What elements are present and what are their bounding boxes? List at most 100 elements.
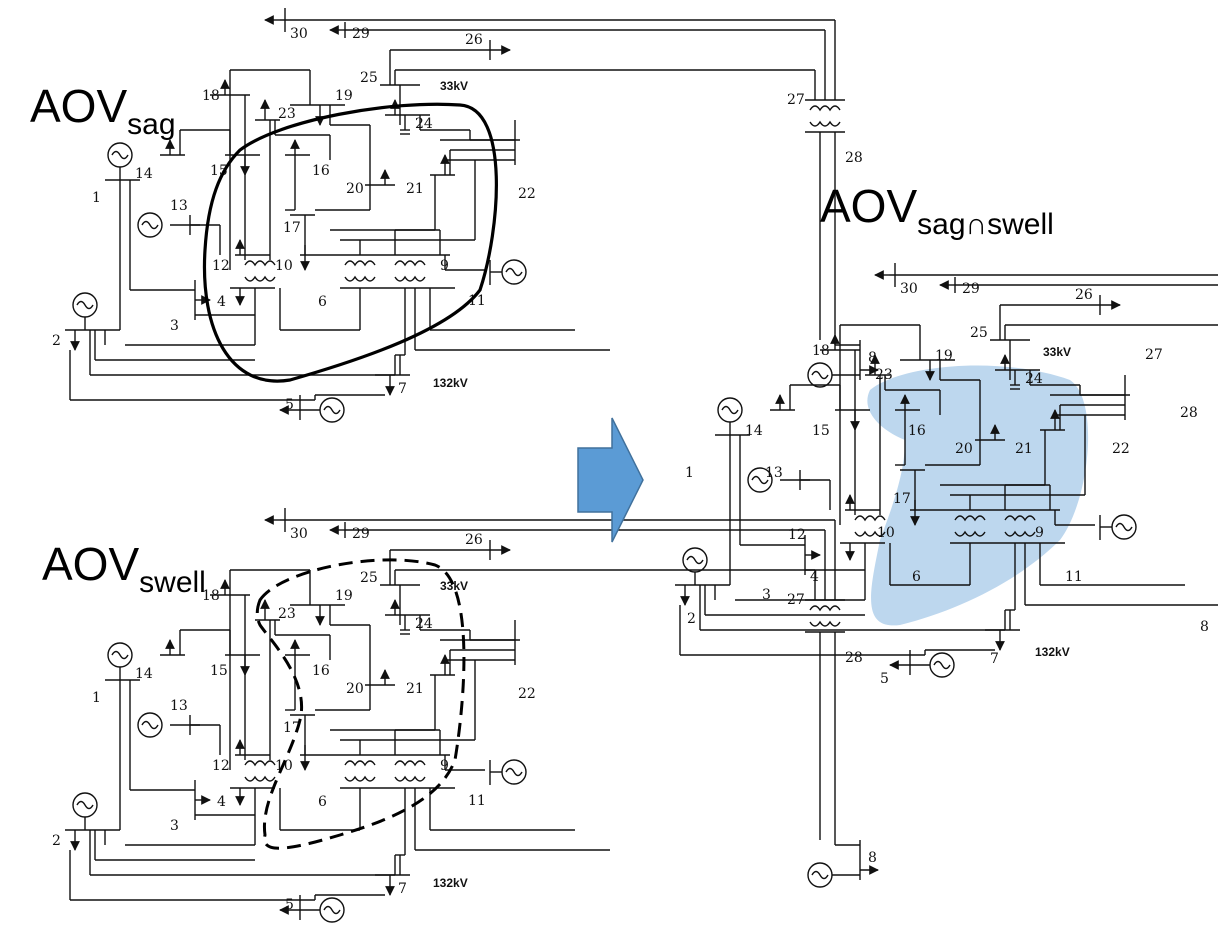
bus-label-13: 13: [170, 198, 188, 214]
bus-label-14: 14: [135, 666, 153, 682]
bus-label-29: 29: [962, 281, 980, 297]
bus-label-19: 19: [335, 88, 353, 104]
bus-label-6: 6: [318, 794, 327, 810]
bus-label-16: 16: [312, 663, 330, 679]
bus-label-9: 9: [440, 258, 449, 274]
bus-label-1: 1: [92, 690, 101, 706]
bus-label-23: 23: [278, 106, 296, 122]
bus-label-19: 19: [935, 348, 953, 364]
bus-label-9: 9: [440, 758, 449, 774]
voltage-label-33kv: 33kV: [440, 79, 468, 93]
bus-label-14: 14: [745, 423, 763, 439]
bus-label-1: 1: [685, 465, 694, 481]
bus-label-5: 5: [285, 897, 294, 913]
bus-label-7: 7: [398, 381, 407, 397]
bus-label-18: 18: [202, 88, 220, 104]
voltage-label-132kv: 132kV: [1035, 645, 1070, 659]
bus-label-16: 16: [312, 163, 330, 179]
voltage-label-33kv: 33kV: [1043, 345, 1071, 359]
bus-label-17: 17: [893, 491, 911, 507]
bus-label-20: 20: [346, 681, 364, 697]
bus-label-19: 19: [335, 588, 353, 604]
title-aov-sag: AOVsag: [30, 80, 176, 141]
bus-label-4: 4: [217, 294, 226, 310]
bus-label-4: 4: [217, 794, 226, 810]
bus-label-2: 2: [687, 611, 696, 627]
sag-region-outline: [202, 102, 498, 383]
bus-label-15: 15: [812, 423, 830, 439]
bus-label-26: 26: [465, 532, 483, 548]
bus-label-6: 6: [318, 294, 327, 310]
bus-label-10: 10: [877, 525, 895, 541]
bus-label-4: 4: [810, 569, 819, 585]
bus-label-29: 29: [352, 526, 370, 542]
bus-label-26: 26: [1075, 287, 1093, 303]
bus-label-14: 14: [135, 166, 153, 182]
bus-label-9: 9: [1035, 525, 1044, 541]
bus-label-20: 20: [955, 441, 973, 457]
bus-label-27: 27: [1145, 347, 1163, 363]
bus-label-22: 22: [518, 686, 536, 702]
bus-label-7: 7: [990, 651, 999, 667]
bus-label-20: 20: [346, 181, 364, 197]
bus-label-3: 3: [170, 818, 179, 834]
bus-label-21: 21: [406, 681, 424, 697]
voltage-label-132kv: 132kV: [433, 376, 468, 390]
bus-label-22: 22: [518, 186, 536, 202]
bus-label-21: 21: [1015, 441, 1033, 457]
bus-label-25: 25: [970, 325, 988, 341]
bus-label-30: 30: [290, 26, 308, 42]
bus-label-11: 11: [1065, 569, 1083, 585]
voltage-label-33kv: 33kV: [440, 579, 468, 593]
bus-label-24: 24: [415, 616, 433, 632]
diagram-swell: 30 29 26 25 27 28 24 22 19 18 23 14 15 1…: [52, 508, 878, 922]
bus-label-12: 12: [212, 758, 230, 774]
bus-label-5: 5: [880, 671, 889, 687]
bus-label-25: 25: [360, 570, 378, 586]
labels-intersection: 30 29 26 25 27 28 24 22 19 18 23 14 15 1…: [685, 281, 1209, 687]
bus-label-27: 27: [787, 92, 805, 108]
bus-label-23: 23: [278, 606, 296, 622]
bus-label-17: 17: [283, 220, 301, 236]
bus-label-29: 29: [352, 26, 370, 42]
bus-label-25: 25: [360, 70, 378, 86]
bus-label-2: 2: [52, 333, 61, 349]
bus-label-24: 24: [1025, 371, 1043, 387]
bus-label-13: 13: [170, 698, 188, 714]
bus-label-5: 5: [285, 397, 294, 413]
bus-label-26: 26: [465, 32, 483, 48]
bus-label-28: 28: [1180, 405, 1198, 421]
bus-label-28: 28: [845, 650, 863, 666]
bus-label-13: 13: [765, 465, 783, 481]
bus-label-3: 3: [170, 318, 179, 334]
bus-label-8: 8: [1200, 619, 1209, 635]
swell-region-outline: [255, 558, 466, 850]
bus-label-24: 24: [415, 116, 433, 132]
bus-label-1: 1: [92, 190, 101, 206]
bus-label-30: 30: [900, 281, 918, 297]
bus-label-12: 12: [212, 258, 230, 274]
diagram-intersection: 30 29 26 25 27 28 24 22 19 18 23 14 15 1…: [675, 263, 1218, 687]
labels-swell: 30 29 26 25 27 28 24 22 19 18 23 14 15 1…: [52, 526, 877, 913]
bus-label-30: 30: [290, 526, 308, 542]
bus-label-8: 8: [868, 850, 877, 866]
bus-label-21: 21: [406, 181, 424, 197]
network-one-line-sag: [65, 8, 878, 422]
diagram-sag: 30 29 26 25 27 28 24 22 19 18 23 14 15 1…: [52, 8, 878, 422]
labels-sag: 30 29 26 25 27 28 24 22 19 18 23 14 15 1…: [52, 26, 877, 413]
bus-label-7: 7: [398, 881, 407, 897]
bus-label-23: 23: [875, 367, 893, 383]
bus-label-28: 28: [845, 150, 863, 166]
bus-label-2: 2: [52, 833, 61, 849]
bus-label-3: 3: [762, 587, 771, 603]
right-arrow-icon: [577, 417, 644, 543]
bus-label-6: 6: [912, 569, 921, 585]
bus-label-18: 18: [812, 343, 830, 359]
bus-label-18: 18: [202, 588, 220, 604]
bus-label-12: 12: [788, 527, 806, 543]
bus-label-15: 15: [210, 663, 228, 679]
bus-label-10: 10: [275, 258, 293, 274]
voltage-label-132kv: 132kV: [433, 876, 468, 890]
title-aov-intersection: AOVsag∩swell: [820, 180, 1054, 241]
bus-label-16: 16: [908, 423, 926, 439]
